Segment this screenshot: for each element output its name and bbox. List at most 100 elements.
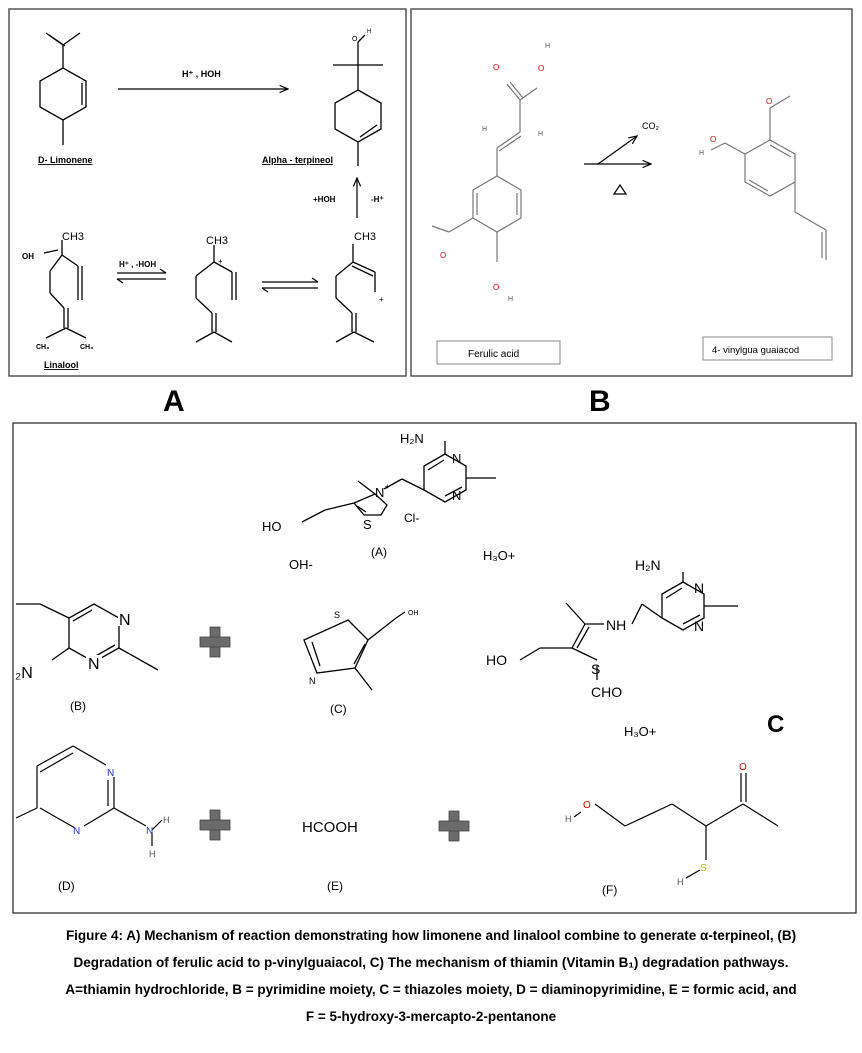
panel-c-letter: C — [767, 711, 784, 738]
limonene-structure — [39, 32, 87, 145]
carbocation-2-ch3: CH3 — [354, 231, 376, 243]
label-a: (A) — [371, 545, 387, 559]
label-e: (E) — [327, 879, 343, 893]
ferulic-h-hydroxy: H — [508, 296, 513, 303]
figure-caption: Figure 4: A) Mechanism of reaction demon… — [0, 922, 862, 1030]
pyrimidine-n-1: N — [119, 612, 131, 629]
diamino-h-2: H — [149, 849, 156, 859]
ferulic-o-methoxy: O — [440, 251, 446, 260]
arrow-up-left-label: +HOH — [313, 195, 336, 204]
linalool-ch3-left: CH₃ — [36, 344, 49, 351]
terpineol-h: H — [367, 29, 371, 35]
oh-minus: OH- — [289, 557, 313, 572]
thiamin-n-plus: N — [375, 485, 384, 500]
mercapto-o-2: O — [739, 762, 747, 773]
mercaptopentanone-structure — [573, 773, 779, 879]
open-s: S — [591, 661, 600, 677]
carbocation-1-structure — [195, 245, 237, 343]
ferulic-label-box — [436, 340, 561, 365]
co2-label: CO₂ — [642, 121, 660, 131]
plus-sign-1 — [199, 626, 231, 658]
arrow-top-label: H⁺ , HOH — [182, 69, 221, 79]
pyrimidine-n-2: N — [88, 656, 100, 673]
ferulic-acid-structure — [431, 81, 538, 262]
pyrimidine-n-bg-1 — [118, 610, 134, 626]
panel-c: H₂N N N N + S HO Cl- (A) OH- H₃O+ N N ₂N… — [12, 422, 857, 914]
label-c: (C) — [330, 702, 347, 716]
open-n-2: N — [694, 618, 704, 634]
label-b: (B) — [70, 699, 86, 713]
carbocation-1-ch3: CH3 — [206, 235, 228, 247]
carbocation-2-plus: + — [379, 295, 384, 304]
vinyl-label: 4- vinylgua guaiacod — [712, 345, 799, 356]
thiazole-s-bg — [332, 608, 344, 620]
diamino-n-3: N — [146, 826, 153, 837]
decarboxylation-arrow — [584, 136, 651, 195]
figure-canvas: D- Limonene H⁺ , HOH O H Alpha - terpine… — [8, 8, 857, 914]
panel-b: O O H H H O O H Ferulic acid CO₂ — [410, 8, 853, 377]
open-h2n: H₂N — [635, 557, 661, 573]
arrow-mid-label: H⁺ , -HOH — [119, 260, 156, 269]
linalool-ch3: CH3 — [62, 231, 84, 243]
pyrimidine-n-bg-2 — [86, 655, 102, 671]
diamino-n-1: N — [107, 768, 114, 779]
thiamin-n-1: N — [452, 451, 461, 466]
thiamin-n-2: N — [452, 488, 461, 503]
caption-line-4: F = 5-hydroxy-3-mercapto-2-pentanone — [305, 1009, 557, 1024]
open-ho: HO — [486, 652, 507, 668]
terpineol-structure — [333, 34, 383, 166]
equilibrium-arrow-1 — [116, 268, 167, 284]
thiazole-n-bg — [308, 674, 320, 686]
open-nh: NH — [606, 617, 626, 633]
label-f: (F) — [602, 883, 617, 897]
vinyl-o-hydroxy: O — [710, 135, 716, 144]
panel-b-frame — [410, 8, 853, 377]
thiamin-s: S — [363, 517, 372, 532]
panel-b-letter: B — [589, 385, 611, 418]
thiamin-cl: Cl- — [404, 511, 419, 525]
mercapto-s: S — [700, 863, 707, 874]
open-thiamin-structure — [519, 572, 738, 680]
vinyl-o-methoxy: O — [766, 97, 772, 106]
thiamin-h2n: H₂N — [400, 431, 424, 446]
ferulic-h-alkene-2: H — [538, 131, 543, 138]
mercapto-h-1: H — [565, 814, 572, 824]
thiamin-n-plus-sup: + — [385, 482, 390, 491]
linalool-oh: OH — [22, 252, 34, 261]
panel-a: D- Limonene H⁺ , HOH O H Alpha - terpine… — [8, 8, 407, 377]
diamino-h-1: H — [163, 815, 170, 825]
linalool-label: Linalool — [44, 360, 79, 370]
equilibrium-arrow-2 — [261, 277, 319, 293]
panel-a-letter: A — [163, 385, 185, 418]
ferulic-label: Ferulic acid — [468, 349, 519, 360]
plus-sign-3 — [438, 810, 470, 842]
mercapto-h-2: H — [677, 877, 684, 887]
h3o-plus-2: H₃O+ — [624, 724, 656, 739]
ferulic-o-top: O — [493, 63, 499, 72]
caption-line-2: Degradation of ferulic acid to p-vinylgu… — [73, 955, 789, 970]
limonene-label: D- Limonene — [38, 155, 93, 165]
terpineol-o: O — [352, 36, 358, 43]
diamino-n-2: N — [73, 826, 80, 837]
vinyl-h-hydroxy: H — [699, 150, 704, 157]
ferulic-h-alkene-1: H — [482, 126, 487, 133]
label-d: (D) — [58, 879, 75, 893]
vinyl-label-box — [702, 336, 833, 361]
thiazole-n: N — [309, 676, 316, 686]
thiazole-structure — [303, 611, 406, 691]
thiamin-structure — [301, 441, 496, 523]
diaminopyrimidine-structure — [15, 745, 163, 846]
caption-line-1: Figure 4: A) Mechanism of reaction demon… — [65, 928, 797, 943]
open-cho: CHO — [591, 684, 622, 700]
open-n-1: N — [694, 580, 704, 596]
carbocation-2-structure — [335, 244, 376, 343]
panel-a-frame — [8, 8, 407, 377]
ferulic-o-hydroxy: O — [493, 283, 499, 292]
carbocation-1-plus: + — [218, 257, 223, 266]
pyrimidine-h2n: ₂N — [15, 665, 33, 682]
thiazole-oh: OH — [408, 610, 419, 617]
h3o-plus-1: H₃O+ — [483, 548, 515, 563]
terpineol-label: Alpha - terpineol — [262, 155, 333, 165]
caption-line-3: A=thiamin hydrochloride, B = pyrimidine … — [65, 982, 797, 997]
linalool-ch3-right: CH₃ — [80, 344, 93, 351]
